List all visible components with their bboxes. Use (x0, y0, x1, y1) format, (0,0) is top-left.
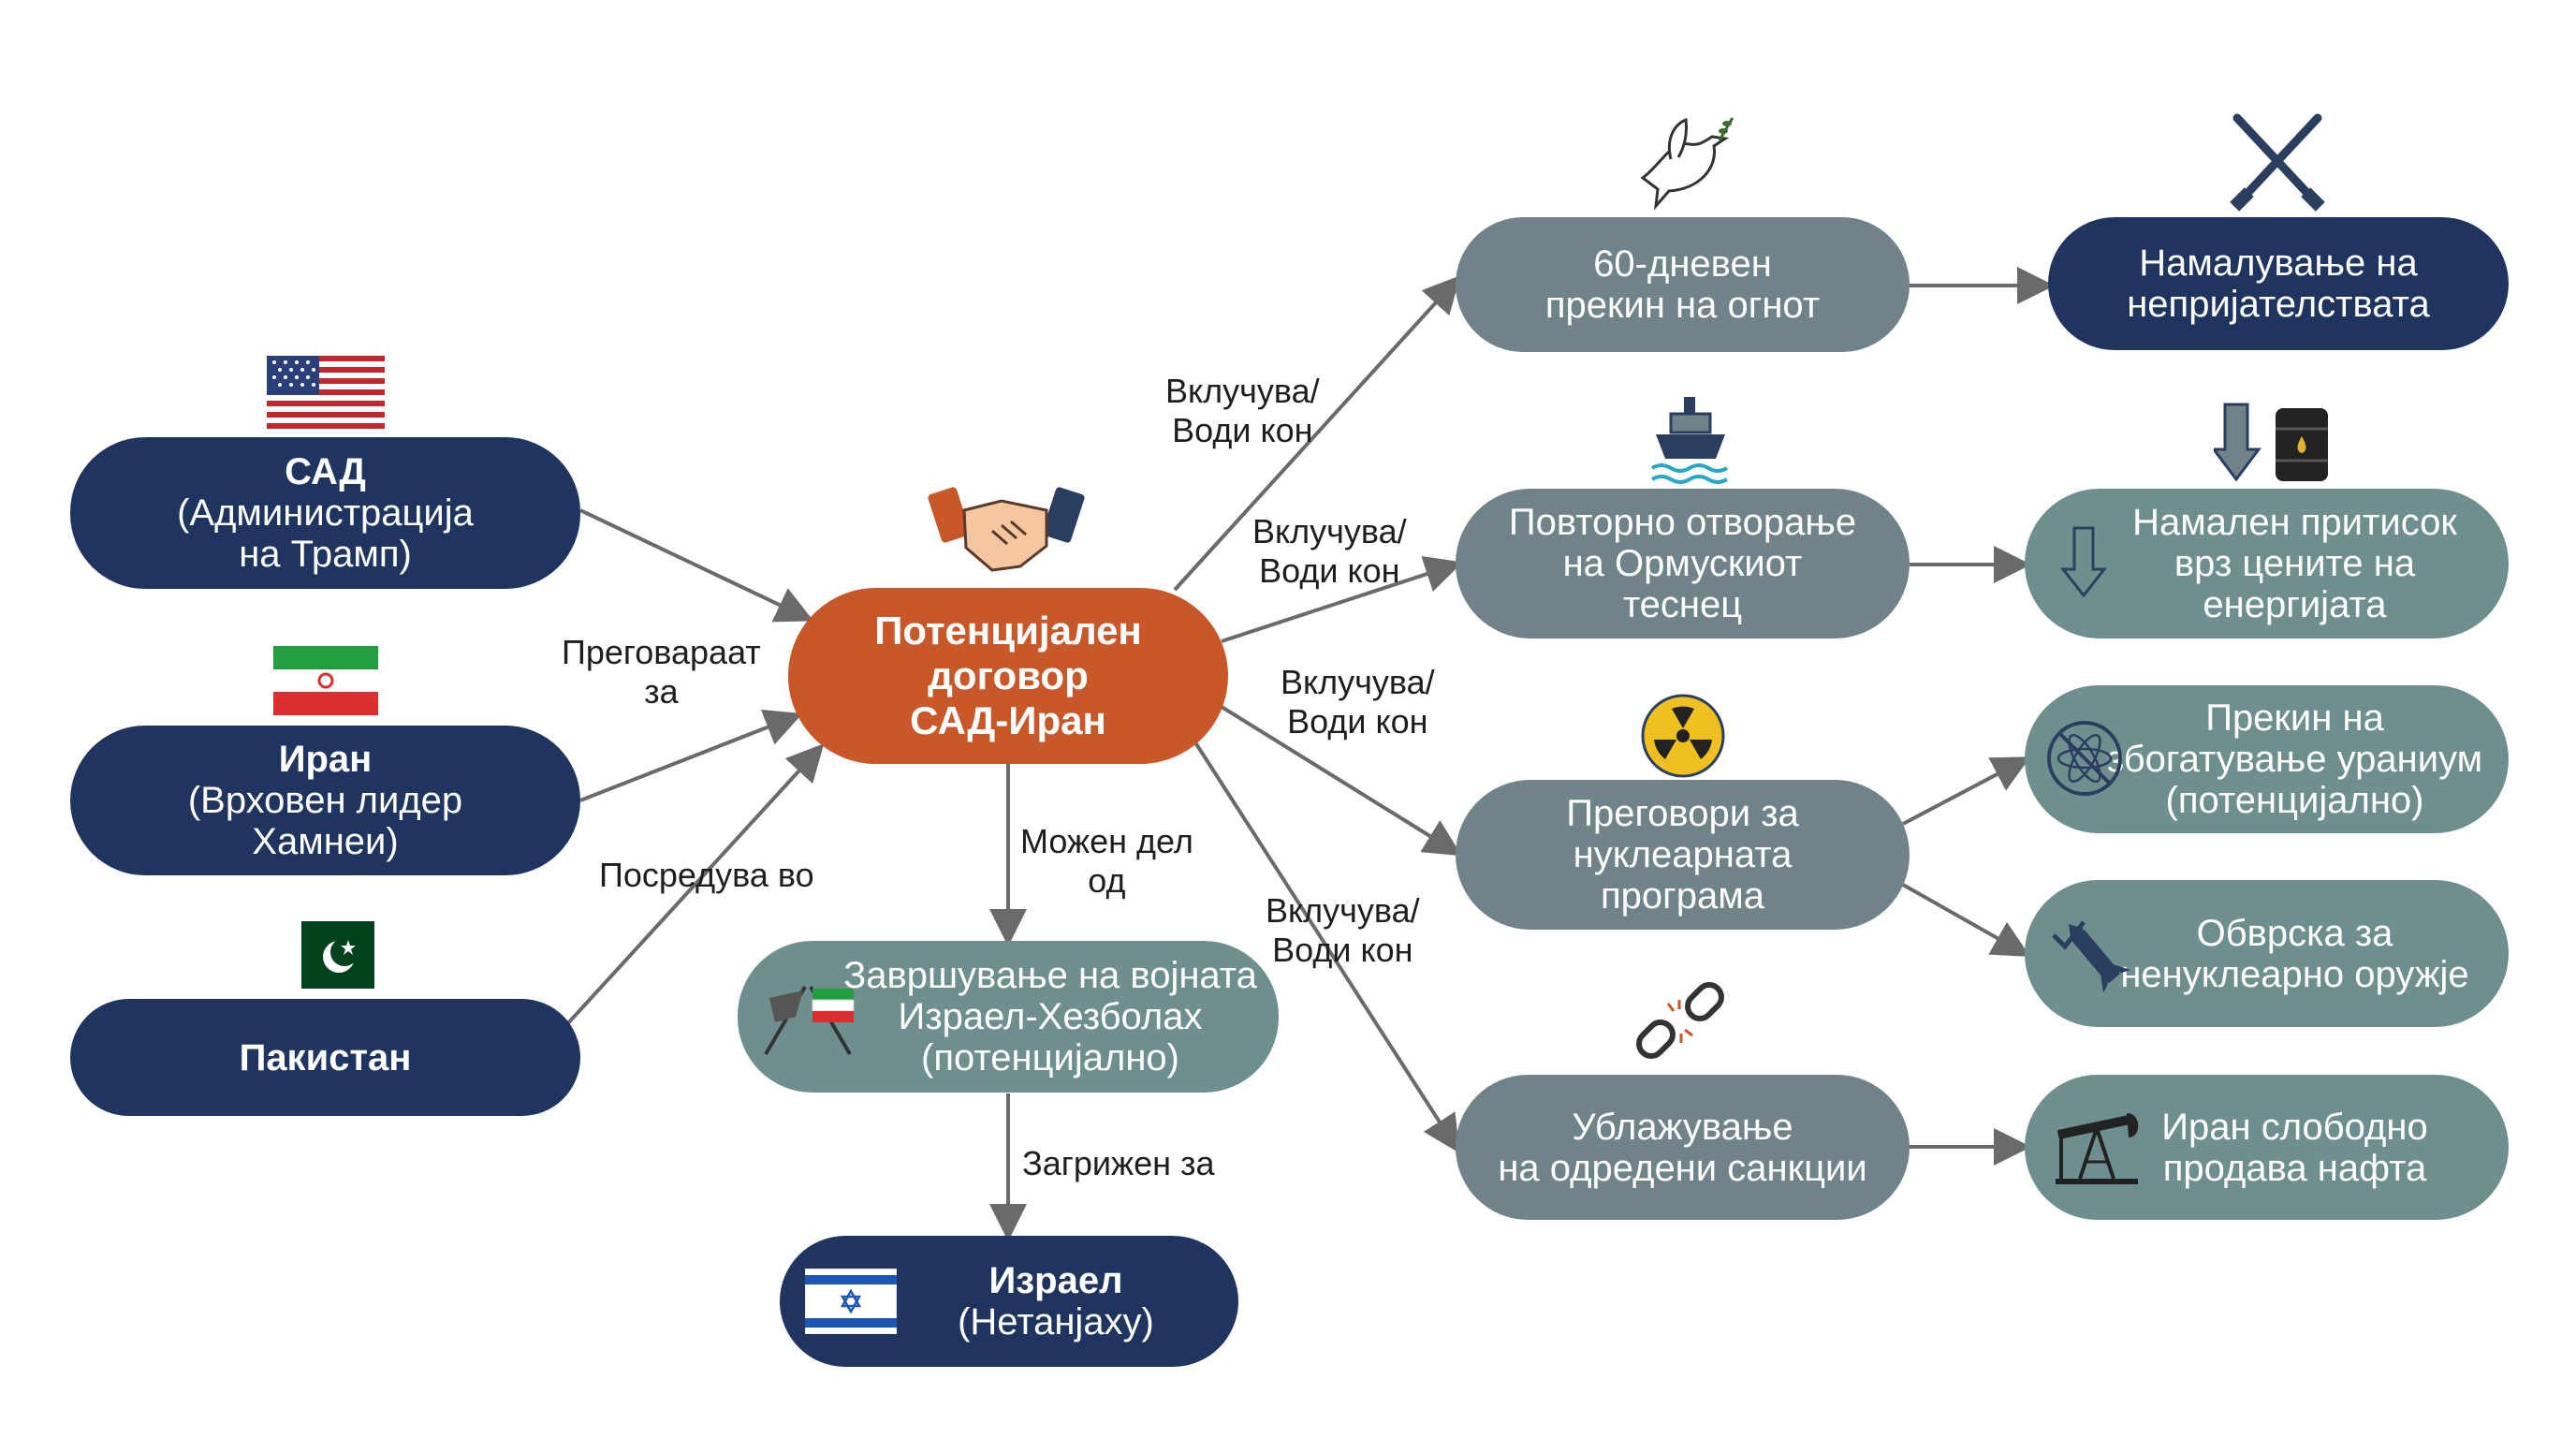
edge-label-includes-1-b: Води кон (1172, 411, 1313, 449)
enrich-line-1: Прекин на (2205, 697, 2384, 739)
edge-label-negotiate-1: Преговараат (562, 633, 761, 671)
arrow-nuclear-nonnuclear (1902, 883, 2030, 957)
energy-line-3: енергијата (2203, 584, 2387, 625)
node-ceasefire: 60-дневен прекин на огнот (1456, 217, 1910, 352)
iran-subtitle-1: (Врховен лидер (187, 780, 463, 821)
usa-subtitle-2: на Трамп) (239, 534, 412, 575)
dove-icon (1640, 117, 1734, 211)
arrow-pakistan-deal (564, 743, 825, 1027)
edge-label-includes-2-b: Води кон (1259, 551, 1400, 590)
nuclear-line-3: програма (1601, 875, 1764, 917)
deal-line-2: договор (928, 653, 1089, 697)
hormuz-line-2: на Ормускиот (1562, 543, 1803, 584)
edge-label-includes-1: Вклучува/ Води кон (1165, 372, 1320, 450)
enrich-line-2: збогатување ураниум (2106, 739, 2483, 780)
nonnuclear-line-1: Обврска за (2196, 912, 2393, 954)
iran-title: Иран (278, 739, 373, 780)
edge-label-includes-4-b: Води кон (1272, 931, 1413, 969)
sanctions-line-1: Ублажување (1572, 1106, 1793, 1148)
pakistan-title: Пакистан (239, 1036, 412, 1078)
ceasefire-line-1: 60-дневен (1593, 243, 1772, 285)
edge-label-negotiate: Преговараат за (562, 633, 761, 712)
oil-pump-icon (2056, 1113, 2139, 1184)
atom-prohibited-icon (2047, 721, 2122, 796)
deal-line-3: САД-Иран (910, 698, 1106, 742)
crossed-flags-icon (764, 985, 855, 1056)
iran-subtitle-2: Хамнеи) (252, 821, 399, 862)
node-oil: Иран слободно продава нафта (2025, 1075, 2509, 1220)
node-hormuz: Повторно отворање на Ормускиот теснец (1456, 489, 1910, 638)
node-nuclear: Преговори за нуклеарната програма (1456, 780, 1910, 930)
edge-label-concerned: Загрижен за (1022, 1144, 1215, 1183)
node-iran: Иран (Врховен лидер Хамнеи) (70, 726, 580, 875)
hormuz-line-1: Повторно отворање (1508, 502, 1857, 543)
arrow-nuclear-enrich (1902, 756, 2031, 826)
energy-line-1: Намален притисок (2132, 502, 2457, 543)
ship-icon (1650, 397, 1729, 484)
crossed-rifles-icon (2230, 113, 2325, 212)
node-energy: Намален притисок врз цените на енергијат… (2025, 489, 2509, 638)
arrow-deal-nuclear (1220, 705, 1462, 857)
edge-label-mediate: Посредува во (599, 856, 814, 895)
edge-label-includes-4-a: Вклучува/ (1266, 891, 1420, 930)
edge-label-maybe-part-2: од (1088, 861, 1126, 900)
arrow-usa-deal (579, 508, 814, 623)
israel-flag-icon (805, 1269, 897, 1334)
israel-title: Израел (988, 1260, 1123, 1301)
node-hostility: Намалување на непријателствата (2048, 217, 2509, 350)
node-war-end: Завршување на војната Израел-Хезболах (п… (738, 941, 1279, 1093)
node-sanctions: Ублажување на одредени санкции (1456, 1075, 1910, 1220)
deal-line-1: Потенцијален (874, 609, 1142, 653)
energy-line-2: врз цените на (2174, 543, 2416, 584)
sanctions-line-2: на одредени санкции (1498, 1147, 1867, 1189)
node-deal: Потенцијален договор САД-Иран (788, 588, 1228, 764)
ceasefire-line-2: прекин на огнот (1544, 285, 1821, 326)
edge-label-maybe-part: Можен дел од (1020, 822, 1193, 901)
edge-label-maybe-part-1: Можен дел (1020, 822, 1193, 860)
node-pakistan: Пакистан (70, 999, 580, 1116)
down-arrow-oil-barrel-icon (2214, 403, 2328, 482)
iran-flag-icon (273, 646, 378, 715)
nonnuclear-line-2: ненуклеарно оружје (2120, 953, 2469, 995)
handshake-icon (928, 487, 1085, 572)
down-arrow-icon (2059, 526, 2108, 598)
radiation-icon (1641, 694, 1725, 778)
usa-flag-icon (267, 356, 385, 429)
edge-label-negotiate-2: за (644, 672, 679, 711)
node-enrich: Прекин на збогатување ураниум (потенција… (2025, 685, 2509, 833)
node-usa: САД (Администрација на Трамп) (70, 437, 580, 589)
war-end-line-2: Израел-Хезболах (898, 996, 1203, 1037)
arrow-deal-sanctions (1192, 738, 1460, 1153)
edge-label-includes-2-a: Вклучува/ (1252, 512, 1407, 550)
edge-label-includes-1-a: Вклучува/ (1165, 372, 1320, 410)
nuclear-line-1: Преговори за (1566, 793, 1799, 834)
hostility-line-1: Намалување на (2139, 242, 2418, 284)
arrow-deal-ceasefire (1173, 275, 1461, 592)
edge-label-includes-2: Вклучува/ Води кон (1252, 512, 1407, 591)
broken-chain-icon (1636, 982, 1724, 1059)
edge-label-includes-3-b: Води кон (1287, 702, 1428, 741)
usa-title: САД (285, 451, 366, 492)
edge-label-includes-3-a: Вклучува/ (1281, 663, 1435, 701)
usa-subtitle-1: (Администрација (177, 492, 474, 534)
war-end-line-1: Завршување на војната (843, 955, 1257, 996)
oil-line-2: продава нафта (2162, 1147, 2427, 1189)
edge-label-concerned-text: Загрижен за (1022, 1144, 1215, 1182)
checkmark-missile-icon (2052, 920, 2131, 993)
israel-subtitle: (Нетанјаху) (958, 1301, 1154, 1343)
edge-label-includes-4: Вклучува/ Води кон (1266, 891, 1420, 970)
oil-line-1: Иран слободно (2161, 1106, 2428, 1148)
hormuz-line-3: теснец (1622, 584, 1743, 625)
war-end-line-3: (потенцијално) (921, 1037, 1179, 1078)
edge-label-mediate-text: Посредува во (599, 856, 814, 894)
node-nonnuclear: Обврска за ненуклеарно оружје (2025, 880, 2509, 1027)
nuclear-line-2: нуклеарната (1573, 834, 1793, 875)
pakistan-flag-icon (277, 921, 374, 989)
enrich-line-3: (потенцијално) (2165, 780, 2424, 821)
hostility-line-2: непријателствата (2127, 284, 2430, 325)
arrow-deal-hormuz (1221, 555, 1463, 643)
arrow-iran-deal (579, 710, 803, 802)
edge-label-includes-3: Вклучува/ Води кон (1281, 663, 1435, 741)
